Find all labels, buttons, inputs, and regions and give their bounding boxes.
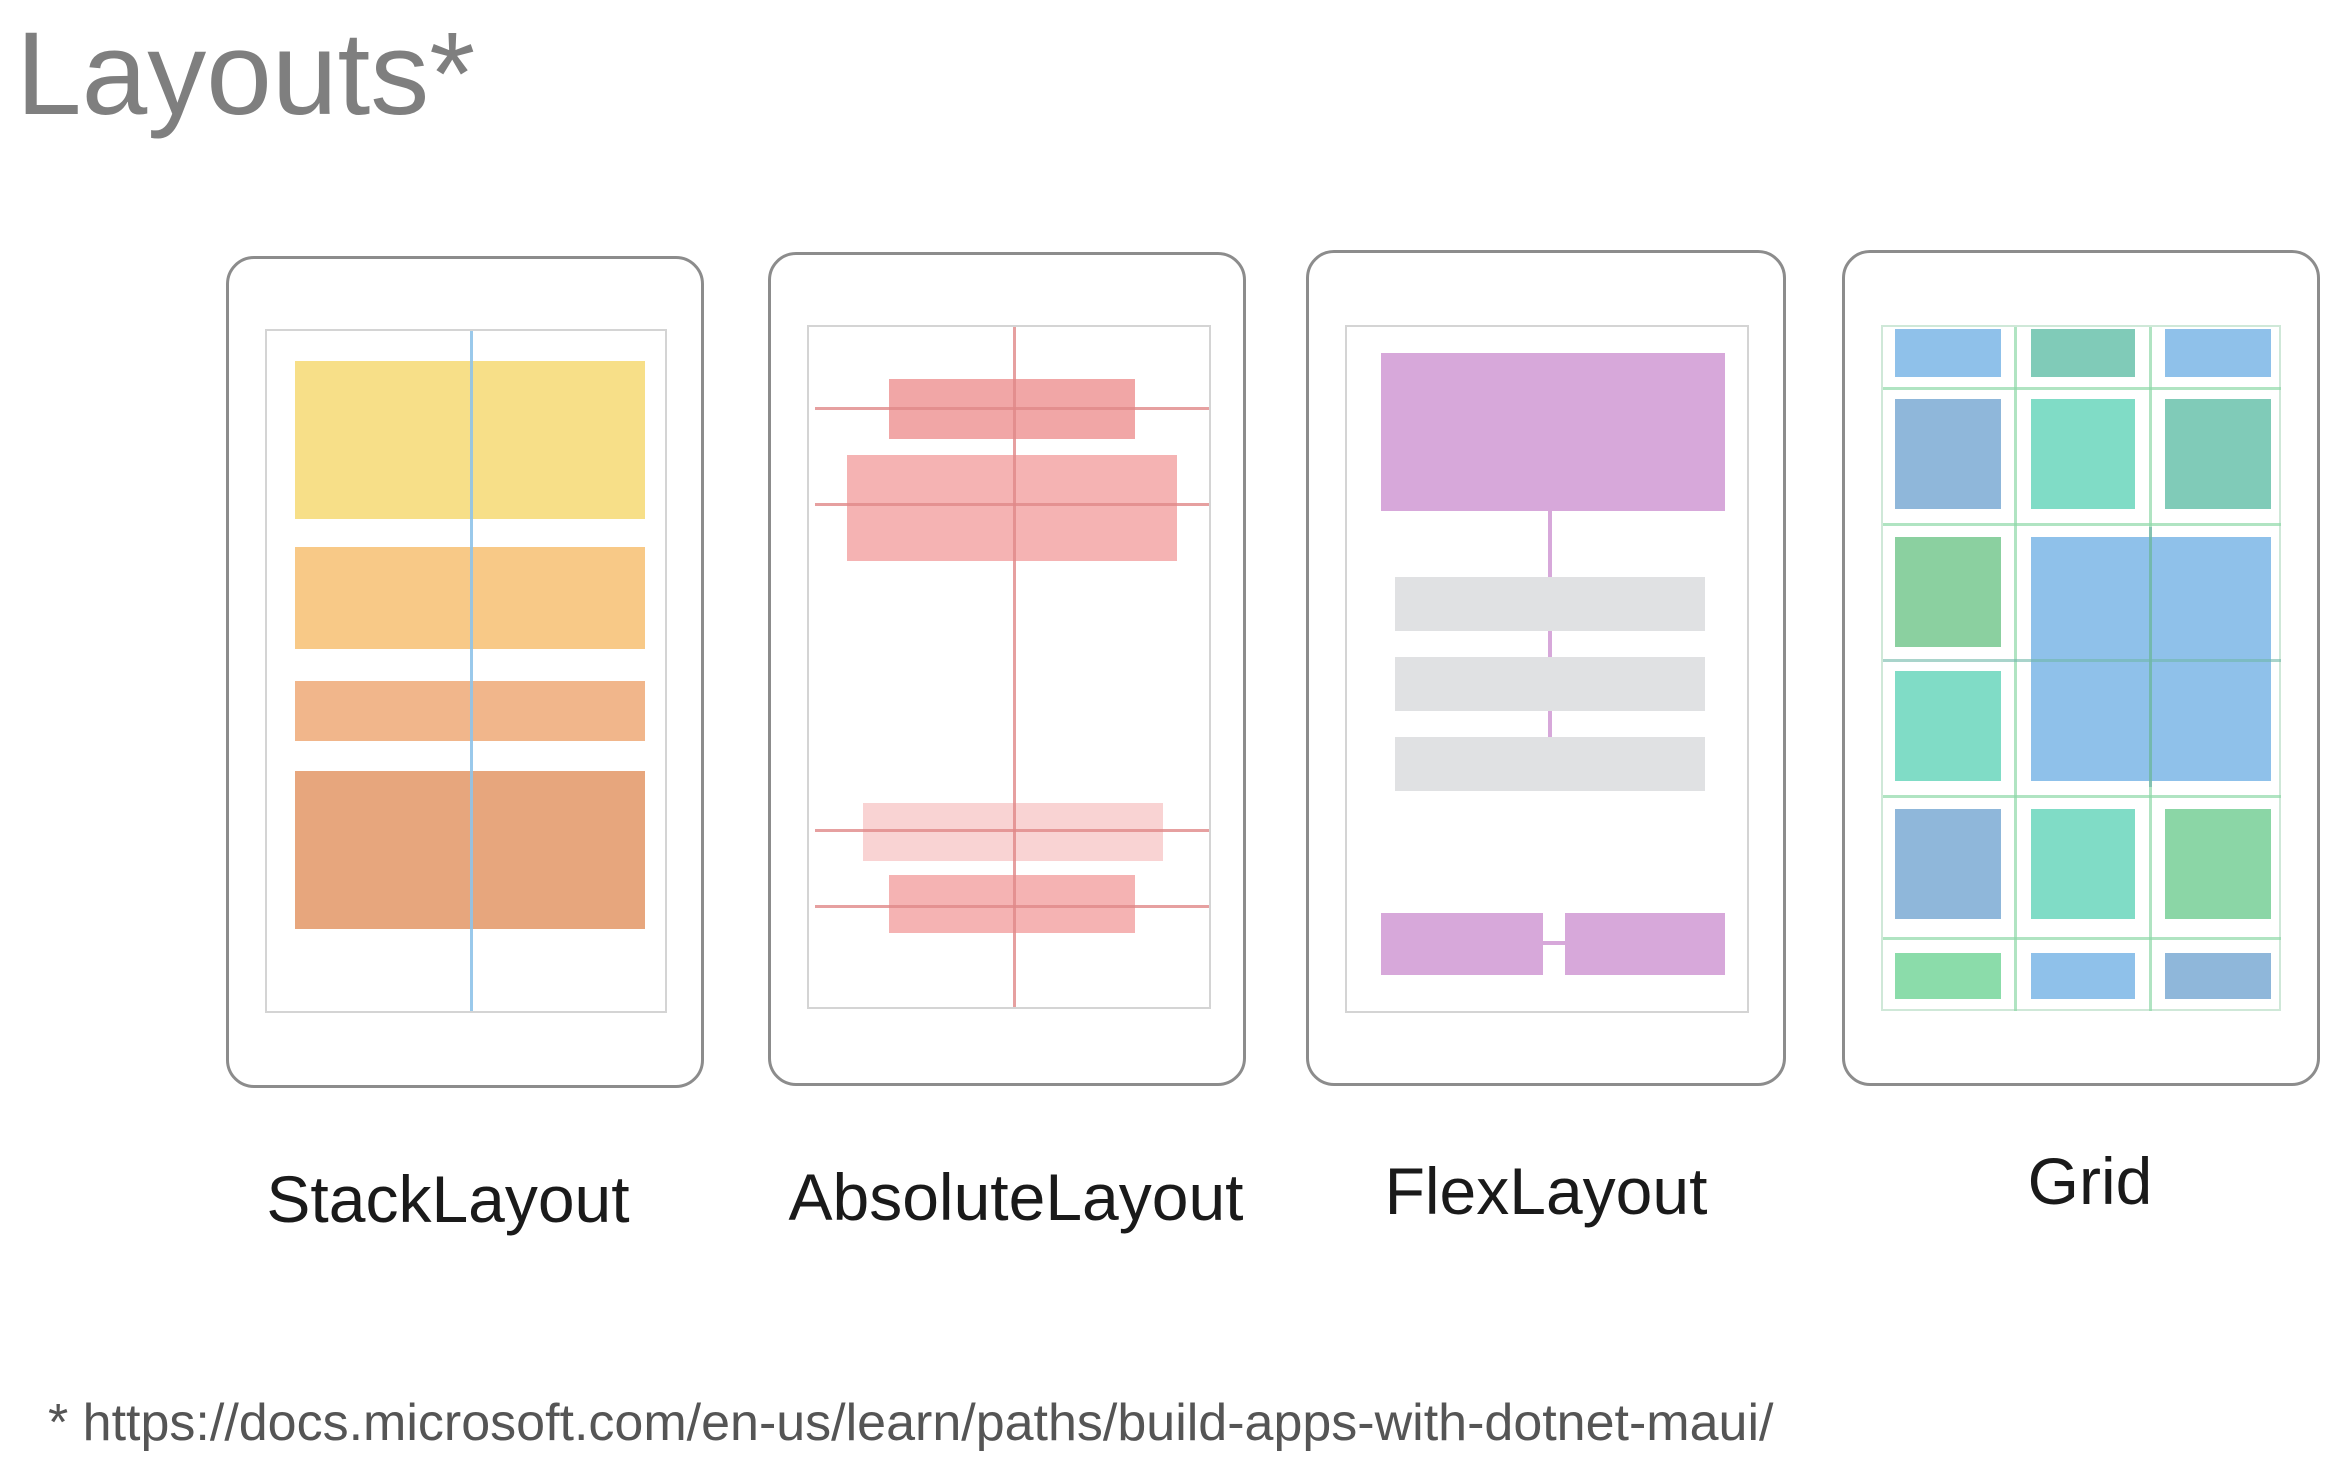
grid-line-h [1883,523,2281,526]
grid-cell [2031,953,2135,999]
grid-line-h [1883,937,2281,940]
flexlayout-screen [1345,325,1749,1013]
flex-header-block [1381,353,1725,511]
stacklayout-phone [226,256,704,1088]
grid-cell [1895,399,2001,509]
absolute-h-line-2 [815,503,1209,506]
flex-row-3 [1395,737,1705,791]
grid-line-h [1883,795,2281,798]
absolute-h-line-3 [815,829,1209,832]
stack-axis-line [470,331,473,1011]
absolutelayout-label: AbsoluteLayout [788,1160,1244,1234]
grid-cell [1895,809,2001,919]
grid-screen [1881,325,2281,1011]
grid-line-h [1883,659,2281,662]
flex-footer-connector [1543,941,1565,945]
grid-cell [2165,399,2271,509]
absolute-item-4 [889,875,1135,933]
flexlayout-label: FlexLayout [1384,1154,1708,1228]
grid-cell [1895,329,2001,377]
absolute-item-2 [847,455,1177,561]
grid-cell [1895,953,2001,999]
absolute-h-line-4 [815,905,1209,908]
absolutelayout-phone [768,252,1246,1086]
flex-footer-right [1565,913,1725,975]
stacklayout-label: StackLayout [266,1162,630,1236]
absolutelayout-screen [807,325,1211,1009]
grid-line-v [2014,327,2017,1011]
flex-row-1 [1395,577,1705,631]
flex-footer-left [1381,913,1543,975]
flexlayout-phone [1306,250,1786,1086]
grid-cell [1895,537,2001,647]
grid-cell [2031,399,2135,509]
grid-cell [2031,329,2135,377]
slide-title: Layouts* [16,8,476,140]
grid-label: Grid [2027,1144,2153,1218]
grid-line-h [1883,387,2281,390]
grid-cell [2165,329,2271,377]
grid-cell [2031,809,2135,919]
absolute-vertical-line [1013,327,1016,1007]
stacklayout-screen [265,329,667,1013]
flex-row-2 [1395,657,1705,711]
grid-phone [1842,250,2320,1086]
grid-cell [1895,671,2001,781]
grid-line-v [2149,527,2152,787]
grid-cell [2165,809,2271,919]
grid-cell [2165,953,2271,999]
absolute-h-line-1 [815,407,1209,410]
source-footnote: * https://docs.microsoft.com/en-us/learn… [48,1394,1774,1452]
